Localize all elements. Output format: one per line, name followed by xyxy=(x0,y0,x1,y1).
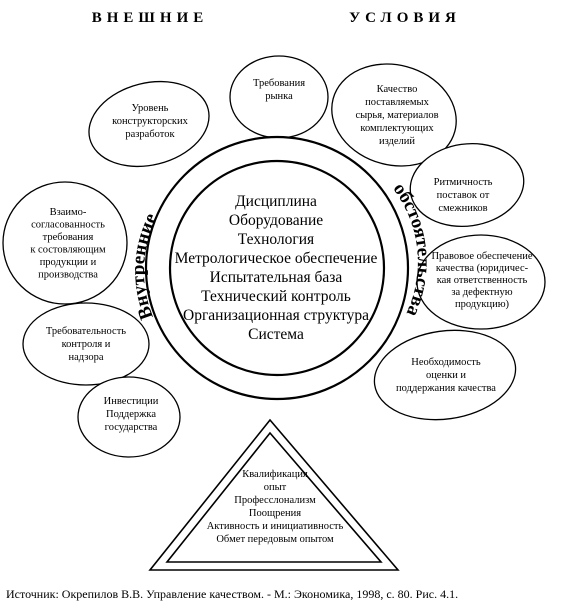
petal-market-line: Требования xyxy=(253,78,305,89)
petal-control xyxy=(22,302,150,386)
petal-assessment xyxy=(373,329,517,421)
petal-coordination xyxy=(2,181,128,305)
petal-rhythm xyxy=(409,142,525,228)
triangle-item: опыт xyxy=(264,482,287,493)
petal-labels: Требования рынка Качество поставляемых сырья… xyxy=(30,78,533,433)
petal-supplies-line: Качество xyxy=(377,84,418,95)
petal-rhythm-line: поставок от xyxy=(437,190,490,201)
triangle-base xyxy=(148,418,400,571)
petal-legal-line: Правовое обеспечение xyxy=(431,251,532,262)
petal-coordination-line: к состовляющим xyxy=(30,245,106,256)
core-item: Технология xyxy=(238,231,314,248)
petal-assessment-line: поддержания качества xyxy=(396,383,496,394)
petal-coordination-line: Взаимо- xyxy=(50,207,87,218)
petal-legal-line: за дефектную xyxy=(451,287,512,298)
source-caption: Источник: Окрепилов В.В. Управление каче… xyxy=(6,587,458,601)
petal-assessment-line: оценки и xyxy=(426,370,466,381)
core-item: Система xyxy=(248,326,304,343)
petal-supplies-line: изделий xyxy=(379,136,415,147)
triangle-item: Обмет передовым опытом xyxy=(216,534,334,545)
petal-investment-line: Поддержка xyxy=(106,409,156,420)
core-item: Технический контроль xyxy=(201,288,351,305)
core-item: Метрологическое обеспечение xyxy=(175,250,378,267)
core-item: Оборудование xyxy=(229,212,323,229)
petal-rhythm-line: смежников xyxy=(438,203,487,214)
triangle-item: Поощрения xyxy=(249,508,301,519)
petal-supplies-line: поставляемых xyxy=(365,97,429,108)
petal-investment-line: Инвестиции xyxy=(104,396,159,407)
petal-design-line: Уровень xyxy=(132,103,169,114)
core-item: Испытательная база xyxy=(210,269,343,286)
petal-legal-line: качества (юридичес- xyxy=(436,263,529,274)
petal-legal-line: продукцию) xyxy=(455,299,510,310)
petal-supplies-line: комплектующих xyxy=(360,123,434,134)
ring-background xyxy=(146,137,408,399)
petal-legal xyxy=(416,234,546,330)
petal-assessment-line: Необходимость xyxy=(411,357,481,368)
petal-design-line: конструкторских xyxy=(112,116,188,127)
core-item: Дисциплина xyxy=(235,193,317,210)
petal-coordination-line: производства xyxy=(38,270,98,281)
petal-investment xyxy=(77,376,181,458)
triangle-item: Квалификация xyxy=(242,469,308,480)
core-item: Организационная структура xyxy=(183,307,369,324)
petal-coordination-line: продукции и xyxy=(40,257,97,268)
triangle-item: Професслонализм xyxy=(234,495,316,506)
petal-design xyxy=(88,80,210,168)
petal-investment-line: государства xyxy=(105,422,158,433)
petal-control-line: контроля и xyxy=(62,339,111,350)
petal-rhythm-line: Ритмичность xyxy=(434,177,493,188)
triangle-item: Активность и инициативность xyxy=(207,521,344,532)
petal-coordination-line: требования xyxy=(43,232,94,243)
petal-control-line: надзора xyxy=(69,352,104,363)
petal-supplies-line: сырья, материалов xyxy=(355,110,438,121)
petal-legal-line: кая ответственность xyxy=(437,275,528,286)
inner-ring xyxy=(168,159,386,377)
outer-ring xyxy=(144,135,410,401)
petal-market-line: рынка xyxy=(265,91,293,102)
triangle-inner xyxy=(165,431,383,563)
header-conditions: УСЛОВИЯ xyxy=(349,10,461,26)
header-external: ВНЕШНИЕ xyxy=(92,10,209,26)
petal-coordination-line: согласованность xyxy=(31,220,105,231)
petal-supplies xyxy=(331,63,457,167)
petal-control-line: Требовательность xyxy=(46,326,126,337)
petal-design-line: разработок xyxy=(125,129,175,140)
